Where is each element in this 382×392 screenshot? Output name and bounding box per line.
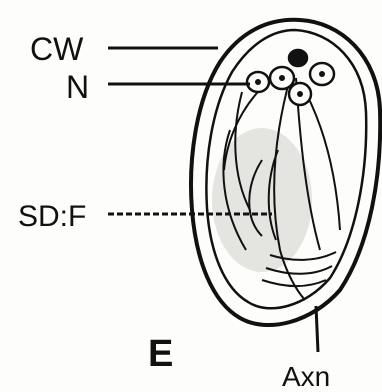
label-axn: Axn [282, 361, 330, 392]
panel-letter: E [148, 333, 173, 375]
label-cw: CW [30, 31, 84, 67]
label-n: N [66, 69, 89, 105]
label-sdf: SD:F [18, 200, 86, 233]
axoneme-leader-line [316, 306, 318, 352]
